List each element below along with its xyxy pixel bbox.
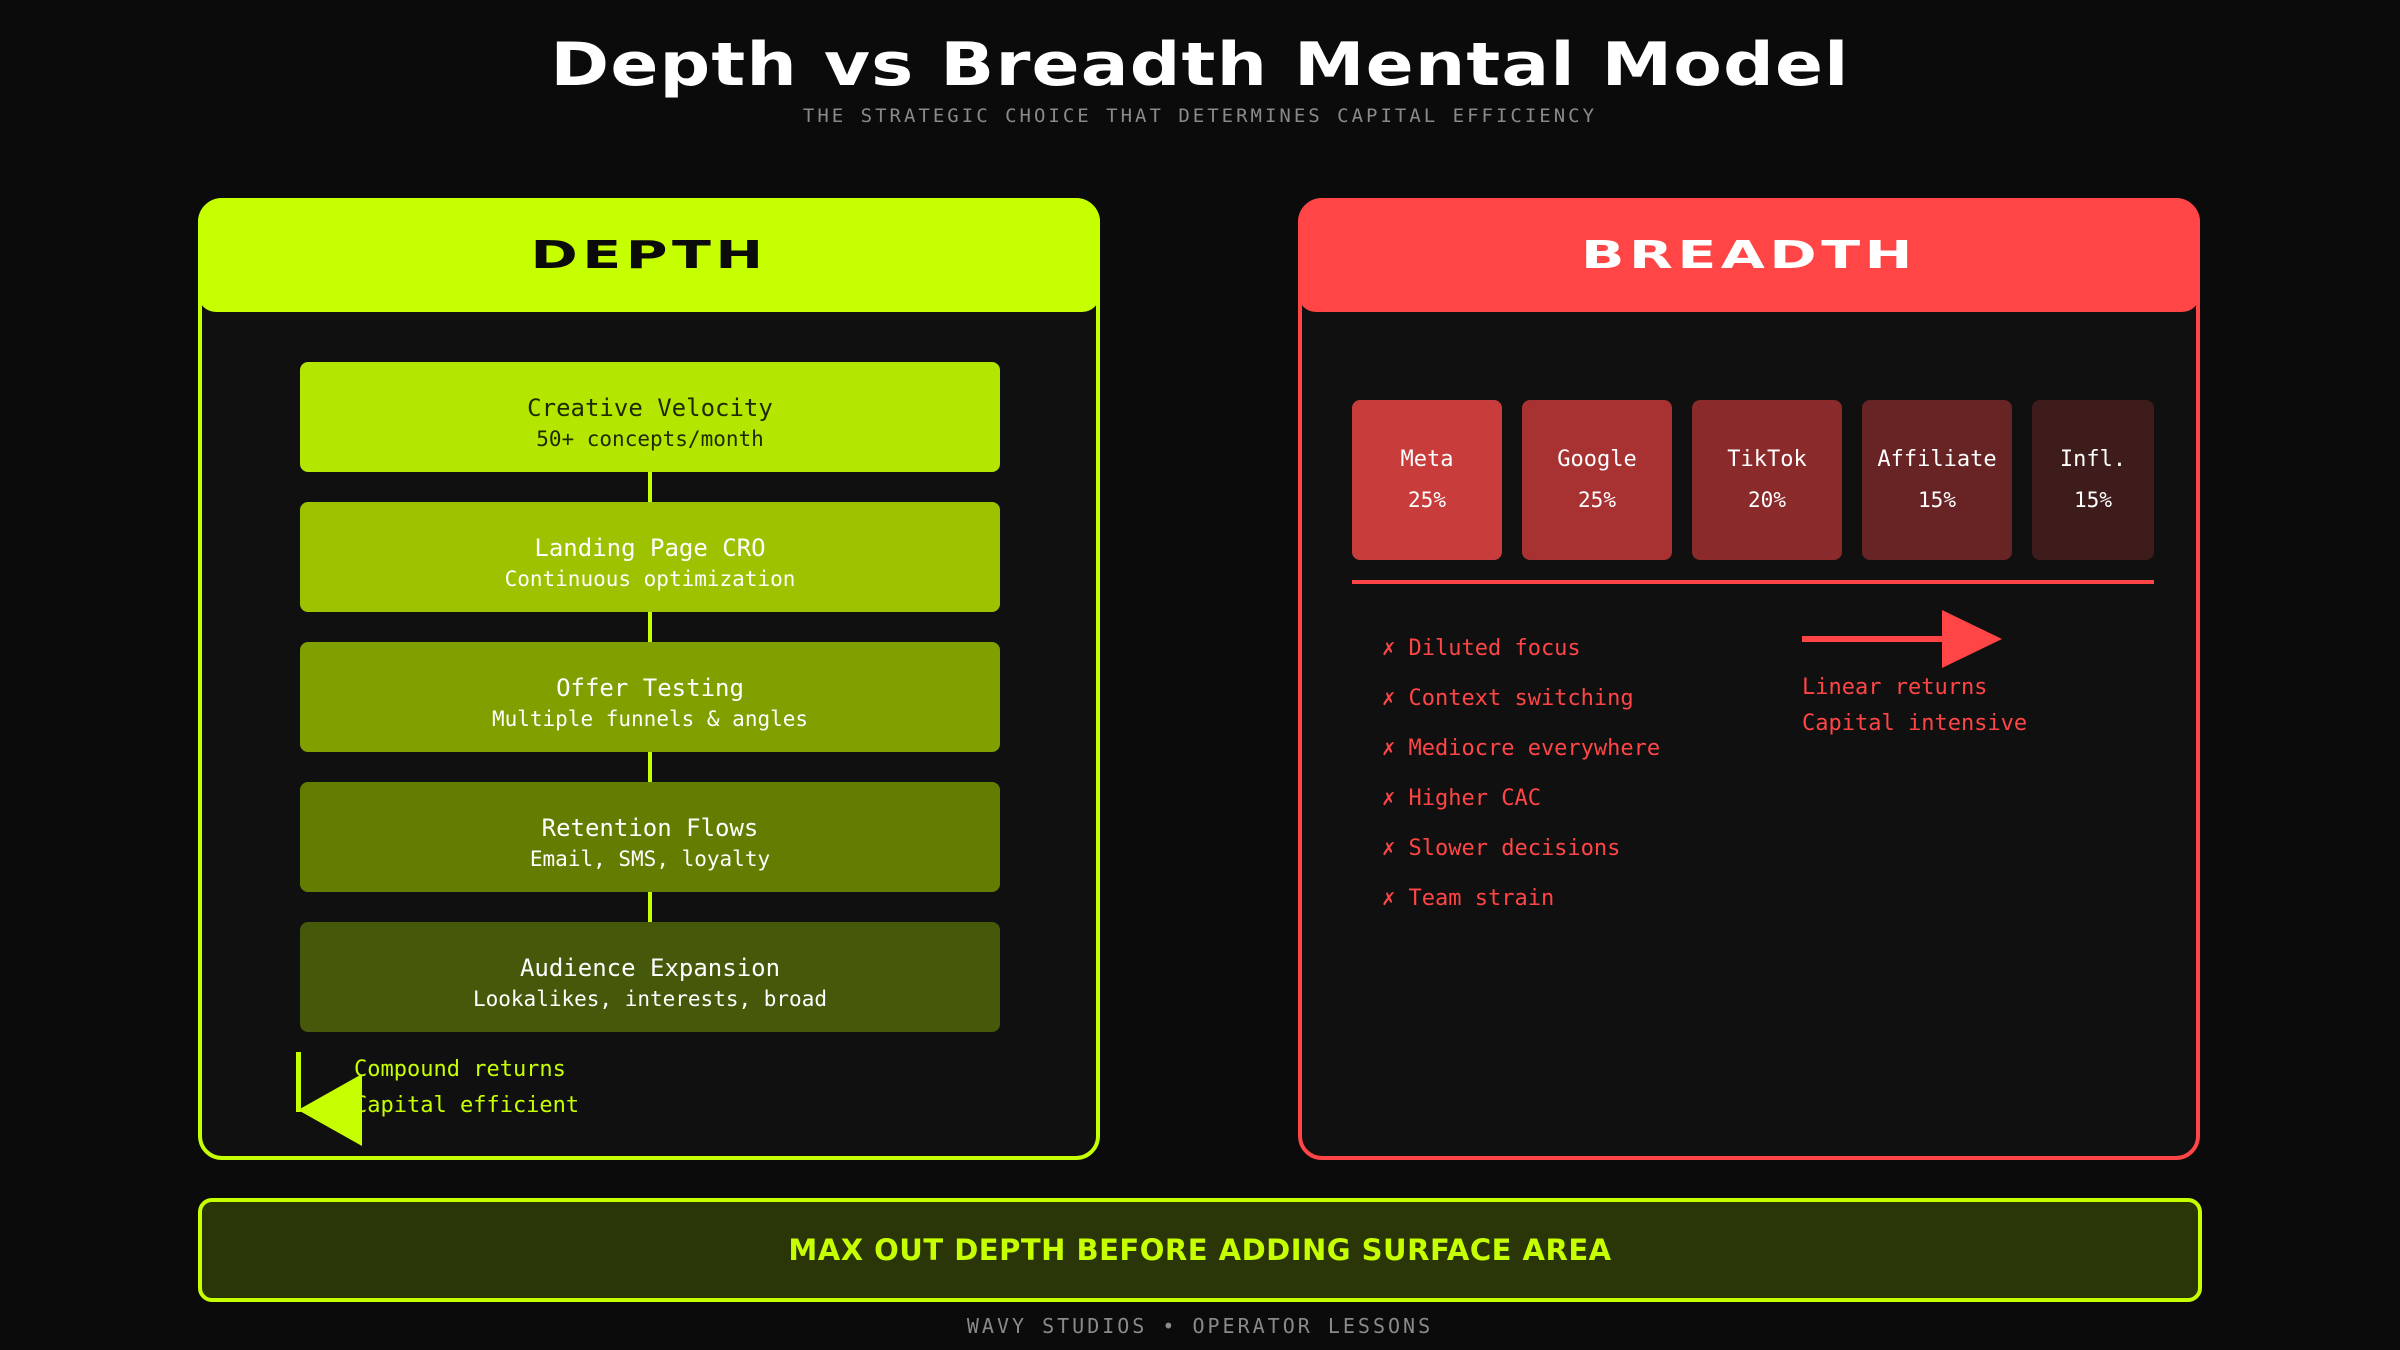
stack-connector xyxy=(648,612,652,648)
depth-outcome: Compound returns Capital efficient xyxy=(262,1052,662,1162)
depth-item-name: Audience Expansion xyxy=(519,954,781,982)
depth-item-desc: Continuous optimization xyxy=(504,567,796,591)
breadth-panel: BREADTH Meta 25% Google 25% TikTok 20% A… xyxy=(1298,198,2200,1160)
channel-share: 15% xyxy=(2074,488,2112,512)
con-item: ✗ Team strain xyxy=(1382,886,1555,911)
channel-google: Google 25% xyxy=(1522,400,1672,560)
depth-item-name: Retention Flows xyxy=(541,814,759,842)
channel-affiliate: Affiliate 15% xyxy=(1862,400,2012,560)
channel-name: Google xyxy=(1557,447,1637,472)
depth-item-offer-testing: Offer Testing Multiple funnels & angles xyxy=(300,642,1000,752)
breadth-header: BREADTH xyxy=(1298,198,2200,312)
channel-share: 25% xyxy=(1578,488,1616,512)
channel-name: TikTok xyxy=(1727,447,1807,472)
breadth-outcome: Linear returns Capital intensive xyxy=(1802,610,2122,740)
depth-item-name: Landing Page CRO xyxy=(534,534,766,562)
depth-outcome-line1: Compound returns xyxy=(354,1057,566,1082)
page-title: Depth vs Breadth Mental Model xyxy=(550,30,1850,100)
stack-connector xyxy=(648,752,652,788)
stack-connector xyxy=(648,472,652,508)
banner-text: MAX OUT DEPTH BEFORE ADDING SURFACE AREA xyxy=(788,1233,1612,1267)
con-item: ✗ Diluted focus xyxy=(1382,636,1581,661)
breadth-outcome-line2: Capital intensive xyxy=(1802,711,2028,736)
depth-item-desc: Email, SMS, loyalty xyxy=(529,847,771,871)
channel-name: Meta xyxy=(1400,447,1454,472)
depth-item-retention-flows: Retention Flows Email, SMS, loyalty xyxy=(300,782,1000,892)
channel-name: Infl. xyxy=(2059,447,2127,472)
depth-item-landing-page-cro: Landing Page CRO Continuous optimization xyxy=(300,502,1000,612)
depth-item-name: Creative Velocity xyxy=(527,394,773,422)
key-takeaway-banner: MAX OUT DEPTH BEFORE ADDING SURFACE AREA xyxy=(198,1198,2202,1302)
breadth-cons-list: ✗ Diluted focus ✗ Context switching ✗ Me… xyxy=(1382,624,1660,924)
depth-panel: DEPTH Creative Velocity 50+ concepts/mon… xyxy=(198,198,1100,1160)
channel-meta: Meta 25% xyxy=(1352,400,1502,560)
depth-item-creative-velocity: Creative Velocity 50+ concepts/month xyxy=(300,362,1000,472)
footer-credit: WAVY STUDIOS • OPERATOR LESSONS xyxy=(966,1314,1434,1338)
stack-connector xyxy=(648,892,652,928)
depth-heading: DEPTH xyxy=(530,233,768,277)
channel-name: Affiliate xyxy=(1877,447,1997,472)
linear-arrow-icon xyxy=(1802,610,2002,668)
con-item: ✗ Slower decisions xyxy=(1382,836,1621,861)
con-item: ✗ Mediocre everywhere xyxy=(1382,736,1661,761)
depth-header: DEPTH xyxy=(198,198,1100,312)
con-item: ✗ Higher CAC xyxy=(1382,786,1541,811)
depth-item-name: Offer Testing xyxy=(556,674,744,702)
channel-influencer: Infl. 15% xyxy=(2032,400,2154,560)
depth-outcome-line2: Capital efficient xyxy=(354,1093,580,1118)
channel-share: 25% xyxy=(1408,488,1446,512)
depth-item-desc: Multiple funnels & angles xyxy=(491,707,809,731)
depth-item-desc: Lookalikes, interests, broad xyxy=(472,987,827,1011)
compound-arrow-icon xyxy=(296,1052,362,1146)
con-item: ✗ Context switching xyxy=(1382,686,1634,711)
depth-item-audience-expansion: Audience Expansion Lookalikes, interests… xyxy=(300,922,1000,1032)
channel-tiktok: TikTok 20% xyxy=(1692,400,1842,560)
breadth-heading: BREADTH xyxy=(1581,233,1917,277)
depth-item-desc: 50+ concepts/month xyxy=(536,427,764,451)
breadth-outcome-line1: Linear returns xyxy=(1802,675,1988,700)
breadth-divider xyxy=(1352,580,2154,584)
page-subtitle: THE STRATEGIC CHOICE THAT DETERMINES CAP… xyxy=(802,105,1598,127)
channel-share: 15% xyxy=(1918,488,1956,512)
channel-share: 20% xyxy=(1748,488,1786,512)
